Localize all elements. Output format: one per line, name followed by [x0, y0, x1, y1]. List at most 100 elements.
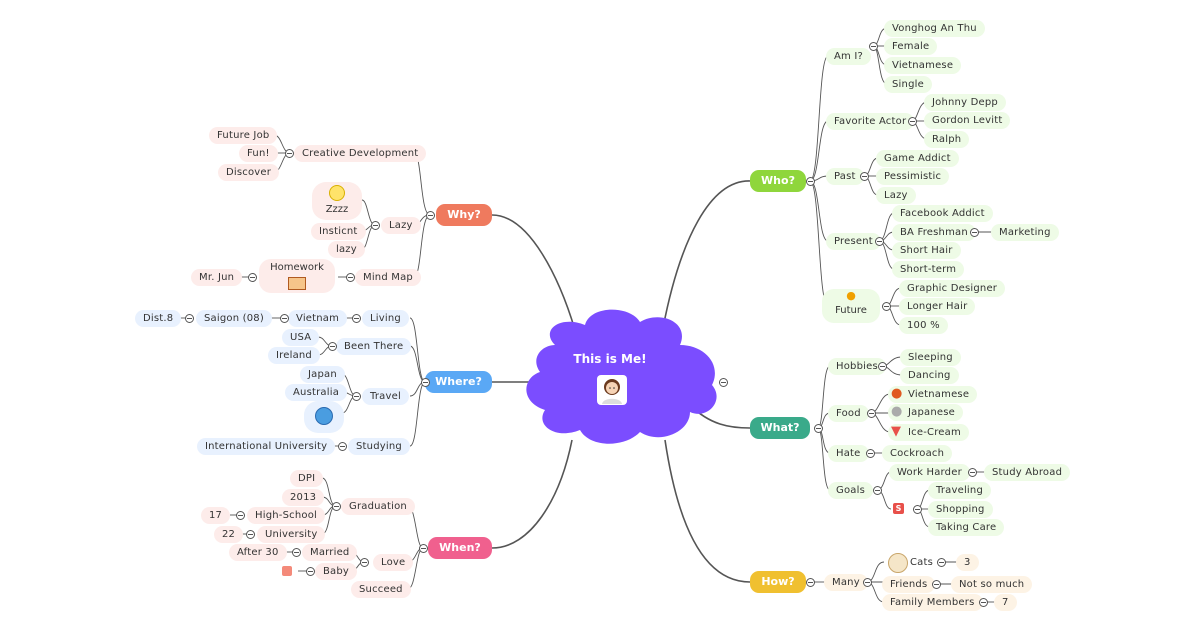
future-2[interactable]: Longer Hair	[899, 298, 976, 315]
center-topic[interactable]: This is Me!	[573, 352, 647, 366]
been-collapse-toggle[interactable]	[328, 342, 337, 351]
creative-3[interactable]: Discover	[218, 164, 280, 181]
what-collapse-toggle[interactable]	[814, 424, 823, 433]
married-collapse-toggle[interactable]	[292, 548, 301, 557]
branch-who[interactable]: Who?	[750, 170, 806, 192]
hobby-1[interactable]: Sleeping	[900, 349, 961, 366]
travel-collapse-toggle[interactable]	[352, 392, 361, 401]
how-friends[interactable]: Friends	[882, 576, 936, 593]
present-1[interactable]: Facebook Addict	[892, 205, 993, 222]
food-1[interactable]: Vietnamese	[888, 386, 978, 403]
past-collapse-toggle[interactable]	[860, 172, 869, 181]
graduation-dpi[interactable]: DPI	[290, 470, 324, 487]
who-am-i[interactable]: Am I?	[826, 48, 872, 65]
present-4[interactable]: Short-term	[892, 261, 965, 278]
future-1[interactable]: Graphic Designer	[899, 280, 1006, 297]
where-collapse-toggle[interactable]	[421, 378, 430, 387]
hobby-2[interactable]: Dancing	[900, 367, 959, 384]
how-many[interactable]: Many	[824, 574, 868, 591]
who-present[interactable]: Present	[826, 233, 881, 250]
actor-3[interactable]: Ralph	[924, 131, 970, 148]
where-living[interactable]: Living	[362, 310, 409, 327]
how-friends-value[interactable]: Not so much	[951, 576, 1033, 593]
baby-collapse-toggle[interactable]	[306, 567, 315, 576]
what-goals[interactable]: Goals	[828, 482, 873, 499]
food-2[interactable]: Japanese	[888, 404, 964, 421]
future-collapse-toggle[interactable]	[882, 302, 891, 311]
cats-collapse-toggle[interactable]	[937, 558, 946, 567]
branch-when[interactable]: When?	[428, 537, 492, 559]
branch-how[interactable]: How?	[750, 571, 806, 593]
love-baby[interactable]: Baby	[315, 563, 358, 580]
who-status[interactable]: Single	[884, 76, 932, 93]
branch-why[interactable]: Why?	[436, 204, 492, 226]
hobbies-collapse-toggle[interactable]	[878, 362, 887, 371]
who-collapse-toggle[interactable]	[806, 177, 815, 186]
goal-1[interactable]: Traveling	[928, 482, 991, 499]
lazy-lazy[interactable]: lazy	[328, 241, 365, 258]
actor-2[interactable]: Gordon Levitt	[924, 112, 1011, 129]
what-hobbies[interactable]: Hobbies	[828, 358, 886, 375]
why-mind-map[interactable]: Mind Map	[355, 269, 421, 286]
mindmap-homework[interactable]: Homework	[259, 259, 335, 293]
when-succeed[interactable]: Succeed	[351, 581, 411, 598]
food-collapse-toggle[interactable]	[867, 409, 876, 418]
university-age[interactable]: 22	[214, 526, 244, 543]
what-food[interactable]: Food	[828, 405, 869, 422]
present-marketing[interactable]: Marketing	[991, 224, 1059, 241]
high-school-age[interactable]: 17	[201, 507, 231, 524]
present-3[interactable]: Short Hair	[892, 242, 961, 259]
studying-school[interactable]: International University	[197, 438, 336, 455]
saigon-collapse-toggle[interactable]	[185, 314, 194, 323]
where-travel[interactable]: Travel	[362, 388, 409, 405]
goal-3[interactable]: Taking Care	[928, 519, 1005, 536]
goals-collapse-toggle[interactable]	[873, 486, 882, 495]
branch-where[interactable]: Where?	[425, 371, 492, 393]
why-lazy[interactable]: Lazy	[381, 217, 421, 234]
am-i-collapse-toggle[interactable]	[869, 42, 878, 51]
been-1[interactable]: USA	[282, 329, 320, 346]
actor-collapse-toggle[interactable]	[908, 117, 917, 126]
creative-1[interactable]: Future Job	[209, 127, 278, 144]
who-favorite-actor[interactable]: Favorite Actor	[826, 113, 915, 130]
creative-2[interactable]: Fun!	[239, 145, 278, 162]
who-name[interactable]: Vonghog An Thu	[884, 20, 985, 37]
past-3[interactable]: Lazy	[876, 187, 916, 204]
living-vietnam[interactable]: Vietnam	[288, 310, 348, 327]
where-studying[interactable]: Studying	[348, 438, 410, 455]
hate-collapse-toggle[interactable]	[866, 449, 875, 458]
studying-collapse-toggle[interactable]	[338, 442, 347, 451]
university-collapse-toggle[interactable]	[246, 530, 255, 539]
travel-2[interactable]: Australia	[285, 384, 348, 401]
homework-collapse-toggle[interactable]	[248, 273, 257, 282]
been-2[interactable]: Ireland	[268, 347, 320, 364]
present-2[interactable]: BA Freshman	[892, 224, 976, 241]
how-cats[interactable]: Cats	[910, 557, 934, 568]
family-collapse-toggle[interactable]	[979, 598, 988, 607]
goal-study-abroad[interactable]: Study Abroad	[984, 464, 1071, 481]
food-3[interactable]: Ice-Cream	[888, 424, 969, 441]
past-1[interactable]: Game Addict	[876, 150, 959, 167]
when-collapse-toggle[interactable]	[419, 544, 428, 553]
how-family-count[interactable]: 7	[994, 594, 1017, 611]
ba-collapse-toggle[interactable]	[970, 228, 979, 237]
mindmap-teacher[interactable]: Mr. Jun	[191, 269, 243, 286]
high-school-collapse-toggle[interactable]	[236, 511, 245, 520]
many-collapse-toggle[interactable]	[863, 578, 872, 587]
who-nationality[interactable]: Vietnamese	[884, 57, 962, 74]
living-saigon[interactable]: Saigon (08)	[196, 310, 272, 327]
future-3[interactable]: 100 %	[899, 317, 948, 334]
work-harder-collapse-toggle[interactable]	[968, 468, 977, 477]
who-past[interactable]: Past	[826, 168, 864, 185]
living-collapse-toggle[interactable]	[352, 314, 361, 323]
graduation-2013[interactable]: 2013	[282, 489, 325, 506]
past-2[interactable]: Pessimistic	[876, 168, 950, 185]
how-family[interactable]: Family Members	[882, 594, 983, 611]
graduation-collapse-toggle[interactable]	[332, 502, 341, 511]
present-collapse-toggle[interactable]	[875, 237, 884, 246]
love-collapse-toggle[interactable]	[360, 558, 369, 567]
travel-globe[interactable]	[304, 401, 344, 433]
goal-2[interactable]: Shopping	[928, 501, 993, 518]
how-collapse-toggle[interactable]	[806, 578, 815, 587]
creative-collapse-toggle[interactable]	[285, 149, 294, 158]
